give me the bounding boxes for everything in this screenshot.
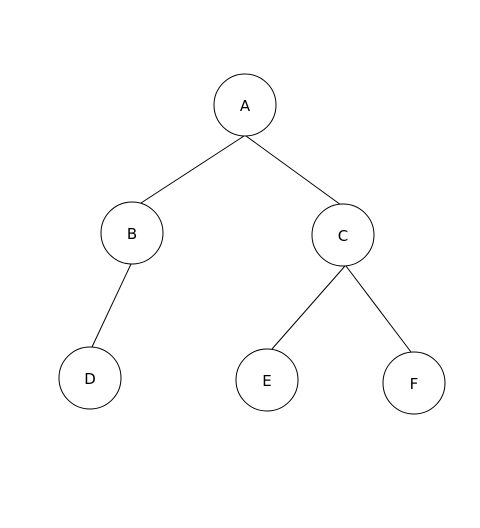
tree-node-e: E — [235, 348, 299, 412]
tree-node-a: A — [213, 73, 277, 137]
edge-a-c — [245, 135, 342, 206]
node-c-label: C — [338, 227, 348, 245]
node-d-circle — [58, 346, 122, 410]
tree-node-d: D — [58, 346, 122, 410]
tree-node-b: B — [100, 201, 164, 265]
node-a-circle — [213, 73, 277, 137]
tree-edges — [91, 135, 412, 353]
tree-node-c: C — [311, 203, 375, 267]
node-e-circle — [235, 348, 299, 412]
node-f-circle — [382, 351, 446, 415]
node-c-circle — [311, 203, 375, 267]
edge-c-e — [271, 265, 346, 350]
edge-c-f — [345, 265, 412, 353]
node-e-label: E — [262, 372, 271, 390]
node-a-label: A — [240, 97, 251, 115]
node-b-label: B — [127, 225, 137, 243]
edge-a-b — [140, 135, 245, 204]
node-f-label: F — [410, 375, 419, 393]
node-d-label: D — [84, 370, 96, 388]
node-b-circle — [100, 201, 164, 265]
tree-node-f: F — [382, 351, 446, 415]
edge-b-d — [91, 263, 132, 348]
